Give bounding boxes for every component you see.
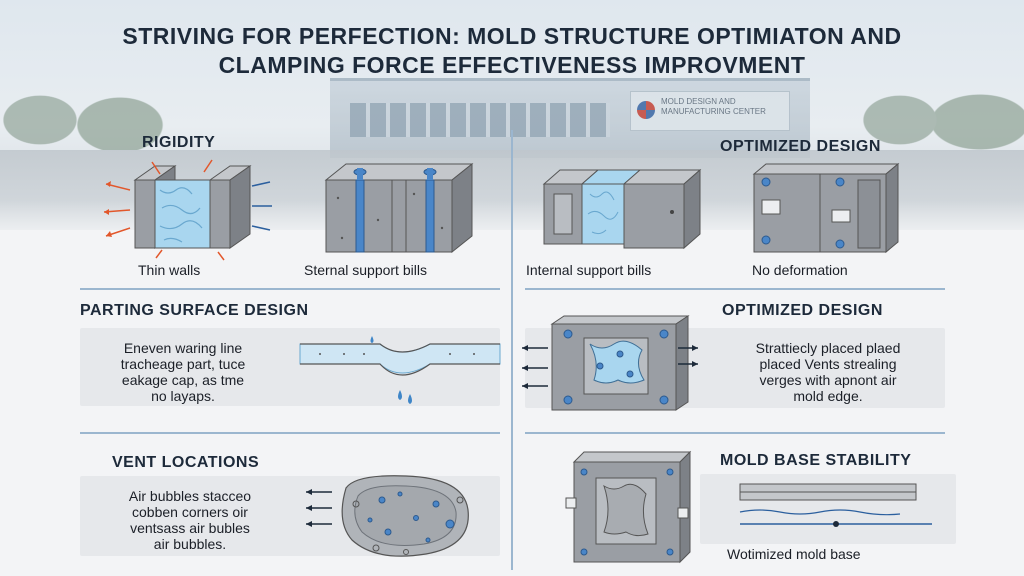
optimized-line-1: Strattiecly placed plaed (755, 340, 901, 356)
parting-surface-heading: PARTING SURFACE DESIGN (80, 302, 309, 319)
title-line-2: Clamping Force Effectiveness Improvment (218, 52, 806, 78)
mold-base-large-diagram (565, 450, 692, 564)
divider-right-top (525, 288, 945, 290)
vent-locations-heading: VENT LOCATIONS (112, 454, 260, 471)
parting-surface-diagram (299, 336, 501, 404)
vent-line-2: cobben corners oir (132, 504, 248, 520)
parting-line-1: Eneven waring line (123, 340, 243, 356)
divider-right-bottom (525, 432, 945, 434)
thin-walls-caption: Thin walls (138, 262, 201, 278)
thin-walls-mold-diagram (103, 159, 272, 261)
vented-mold-diagram (522, 315, 698, 411)
center-divider (511, 130, 513, 570)
sign-line-1: MOLD DESIGN AND (661, 97, 736, 106)
optimized-line-2: placed Vents strealing (759, 356, 897, 372)
vent-locations-diagram (306, 475, 469, 557)
optimized-design-text: Strattiecly placed plaed placed Vents st… (712, 340, 944, 404)
divider-left-bottom (80, 432, 500, 434)
sternal-support-mold-diagram (324, 162, 474, 254)
parting-line-3: eakage cap, as tme (121, 372, 245, 388)
no-deformation-mold-diagram (752, 162, 900, 254)
background-building: MOLD DESIGN AND MANUFACTURING CENTER (330, 78, 810, 158)
sign-line-2: MANUFACTURING CENTER (661, 107, 766, 116)
optimized-line-3: verges with apnont air (759, 372, 897, 388)
optimized-design-top-heading: OPTIMIZED DESIGN (720, 138, 881, 155)
parting-line-4: no layaps. (151, 388, 215, 404)
parting-surface-panel (80, 328, 500, 406)
mold-base-flat-diagram (739, 483, 932, 527)
parting-surface-text: Eneven waring line tracheage part, tuce … (88, 340, 278, 404)
title-line-1: Striving for Perfection: Mold Structure … (122, 23, 902, 49)
internal-support-mold-diagram (542, 168, 702, 250)
building-sign: MOLD DESIGN AND MANUFACTURING CENTER (630, 91, 790, 131)
mold-base-heading: MOLD BASE STABILITY (720, 452, 912, 469)
mold-base-caption: Wotimized mold base (727, 546, 861, 562)
parting-line-2: tracheage part, tuce (120, 356, 246, 372)
vent-line-4: air bubbles. (153, 536, 227, 552)
vent-line-1: Air bubbles stacceo (128, 488, 252, 504)
divider-left-top (80, 288, 500, 290)
optimized-design-mid-heading: OPTIMIZED DESIGN (722, 302, 883, 319)
company-logo-icon (637, 101, 655, 119)
vent-line-3: ventsass air bubles (130, 520, 250, 536)
vent-locations-text: Air bubbles stacceo cobben corners oir v… (92, 488, 288, 552)
building-windows (350, 103, 610, 137)
rigidity-heading: RIGIDITY (142, 134, 216, 151)
sternal-support-caption: Sternal support bills (304, 262, 427, 278)
page-title: Striving for Perfection: Mold Structure … (0, 22, 1024, 80)
internal-support-caption: Internal support bills (526, 262, 652, 278)
optimized-line-4: mold edge. (793, 388, 863, 404)
no-deformation-caption: No deformation (752, 262, 848, 278)
